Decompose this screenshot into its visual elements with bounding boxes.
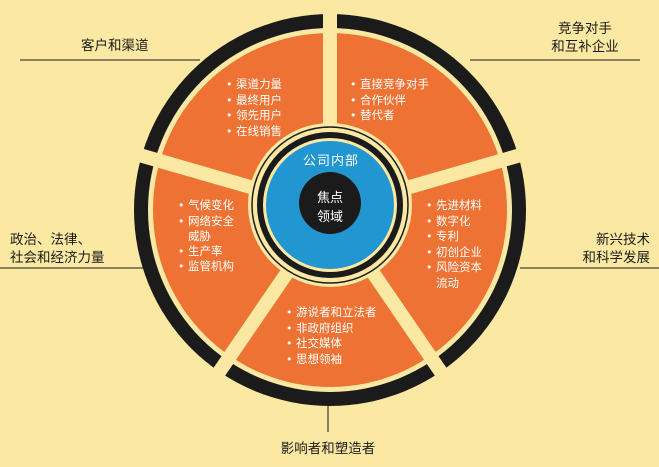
- list-item: 思想领袖: [286, 352, 377, 368]
- core-label: 焦点 领域: [305, 189, 355, 227]
- list-item-continuation: 流动: [436, 275, 459, 290]
- list-item: 最终用户: [226, 93, 282, 109]
- segment-top-left-list: 渠道力量 最终用户 领先用户 在线销售: [226, 77, 282, 139]
- label-tech: 新兴技术 和科学发展: [560, 231, 651, 267]
- list-item: 初创企业: [426, 245, 482, 261]
- list-item: 先进材料: [426, 198, 482, 214]
- label-politics-line1: 政治、法律、: [10, 232, 91, 248]
- list-item: 风险资本: [426, 260, 482, 276]
- hub-title: 公司内部: [302, 154, 359, 169]
- label-competitors-line2: 和互补企业: [551, 39, 619, 55]
- core-label-line2: 领域: [316, 210, 343, 225]
- label-competitors-line1: 竞争对手: [558, 21, 612, 37]
- list-item: 领先用户: [226, 108, 282, 124]
- label-tech-line2: 和科学发展: [582, 250, 651, 266]
- segment-top-right-list: 直接竞争对手 合作伙伴 替代者: [350, 77, 429, 124]
- list-item: 社交媒体: [286, 336, 377, 352]
- list-item: 非政府组织: [286, 321, 377, 337]
- list-item-continuation: 威胁: [188, 229, 211, 243]
- list-item: 合作伙伴: [350, 93, 429, 109]
- list-item: 游说者和立法者: [286, 305, 377, 321]
- list-item: 替代者: [350, 108, 429, 124]
- list-item: 在线销售: [226, 124, 282, 140]
- label-competitors: 竞争对手 和互补企业: [540, 20, 630, 56]
- list-item: 数字化: [426, 214, 482, 230]
- list-item: 直接竞争对手: [350, 77, 429, 93]
- list-item: 渠道力量: [226, 77, 282, 93]
- segment-left-list: 气候变化 网络安全 威胁 生产率 监管机构: [178, 198, 234, 275]
- label-politics-line2: 社会和经济力量: [10, 250, 105, 266]
- list-item: 生产率: [178, 244, 234, 260]
- core-label-line1: 焦点: [316, 191, 343, 206]
- segment-bottom-list: 游说者和立法者 非政府组织 社交媒体 思想领袖: [286, 305, 377, 367]
- inner-thin-black-ring: [251, 126, 409, 284]
- list-item: 专利: [426, 229, 482, 245]
- label-politics: 政治、法律、 社会和经济力量: [10, 231, 105, 267]
- label-tech-line1: 新兴技术: [596, 232, 650, 248]
- list-item: 网络安全: [178, 214, 234, 230]
- core-circle: [299, 172, 361, 234]
- list-item: 气候变化: [178, 198, 234, 214]
- list-item: 监管机构: [178, 259, 234, 275]
- segment-right-list: 先进材料 数字化 专利 初创企业 风险资本 流动: [426, 198, 482, 290]
- label-influencers: 影响者和塑造者: [280, 441, 376, 457]
- label-customers: 客户和渠道: [81, 38, 149, 54]
